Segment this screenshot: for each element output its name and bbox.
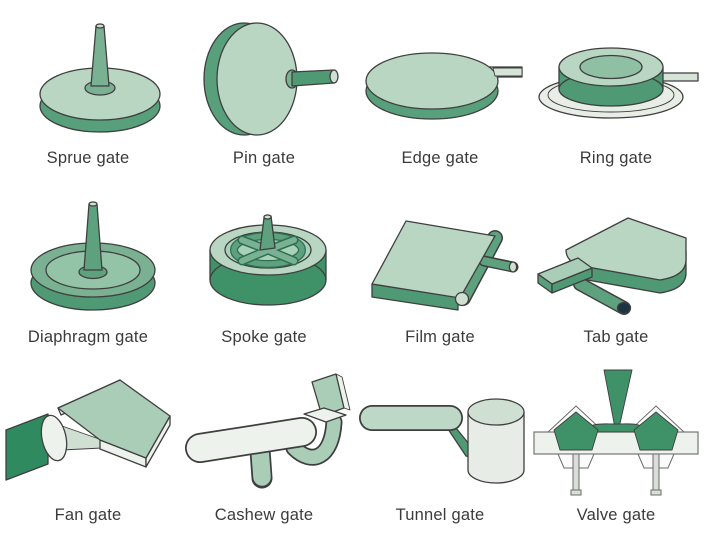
gate-label-tunnel: Tunnel gate xyxy=(395,505,485,524)
gate-cell-pin: Pin gate xyxy=(176,0,352,178)
gate-cell-tunnel: Tunnel gate xyxy=(352,357,528,535)
gate-label-cashew: Cashew gate xyxy=(214,505,314,524)
gate-label-edge: Edge gate xyxy=(401,149,479,168)
gate-label-spoke: Spoke gate xyxy=(221,327,307,346)
valve-gate-illustration xyxy=(533,369,699,496)
sprue-gate-illustration xyxy=(39,23,161,133)
gate-cell-diaphragm: Diaphragm gate xyxy=(0,178,176,356)
gate-cell-fan: Fan gate xyxy=(0,357,176,535)
spoke-gate-illustration xyxy=(209,214,327,306)
cashew-gate-illustration xyxy=(185,373,351,489)
gate-cell-valve: Valve gate xyxy=(528,357,704,535)
gate-cell-spoke: Spoke gate xyxy=(176,178,352,356)
gate-label-diaphragm: Diaphragm gate xyxy=(27,327,149,346)
edge-gate-illustration xyxy=(365,52,523,120)
gate-cell-edge: Edge gate xyxy=(352,0,528,178)
gate-label-valve: Valve gate xyxy=(576,505,656,524)
gate-cell-sprue: Sprue gate xyxy=(0,0,176,178)
gate-cell-film: Film gate xyxy=(352,178,528,356)
ring-gate-illustration xyxy=(538,47,699,119)
gate-cell-cashew: Cashew gate xyxy=(176,357,352,535)
gate-label-sprue: Sprue gate xyxy=(46,149,130,168)
diaphragm-gate-illustration xyxy=(30,201,156,311)
gate-cell-ring: Ring gate xyxy=(528,0,704,178)
gate-label-ring: Ring gate xyxy=(579,149,653,168)
gate-label-pin: Pin gate xyxy=(232,149,296,168)
gate-label-film: Film gate xyxy=(405,327,475,346)
pin-gate-illustration xyxy=(203,22,339,136)
tab-gate-illustration xyxy=(537,217,687,315)
fan-gate-illustration xyxy=(5,379,171,481)
film-gate-illustration xyxy=(371,220,519,311)
gate-label-tab: Tab gate xyxy=(583,327,649,346)
gate-cell-tab: Tab gate xyxy=(528,178,704,356)
tunnel-gate-illustration xyxy=(359,398,525,484)
gate-label-fan: Fan gate xyxy=(54,505,122,524)
